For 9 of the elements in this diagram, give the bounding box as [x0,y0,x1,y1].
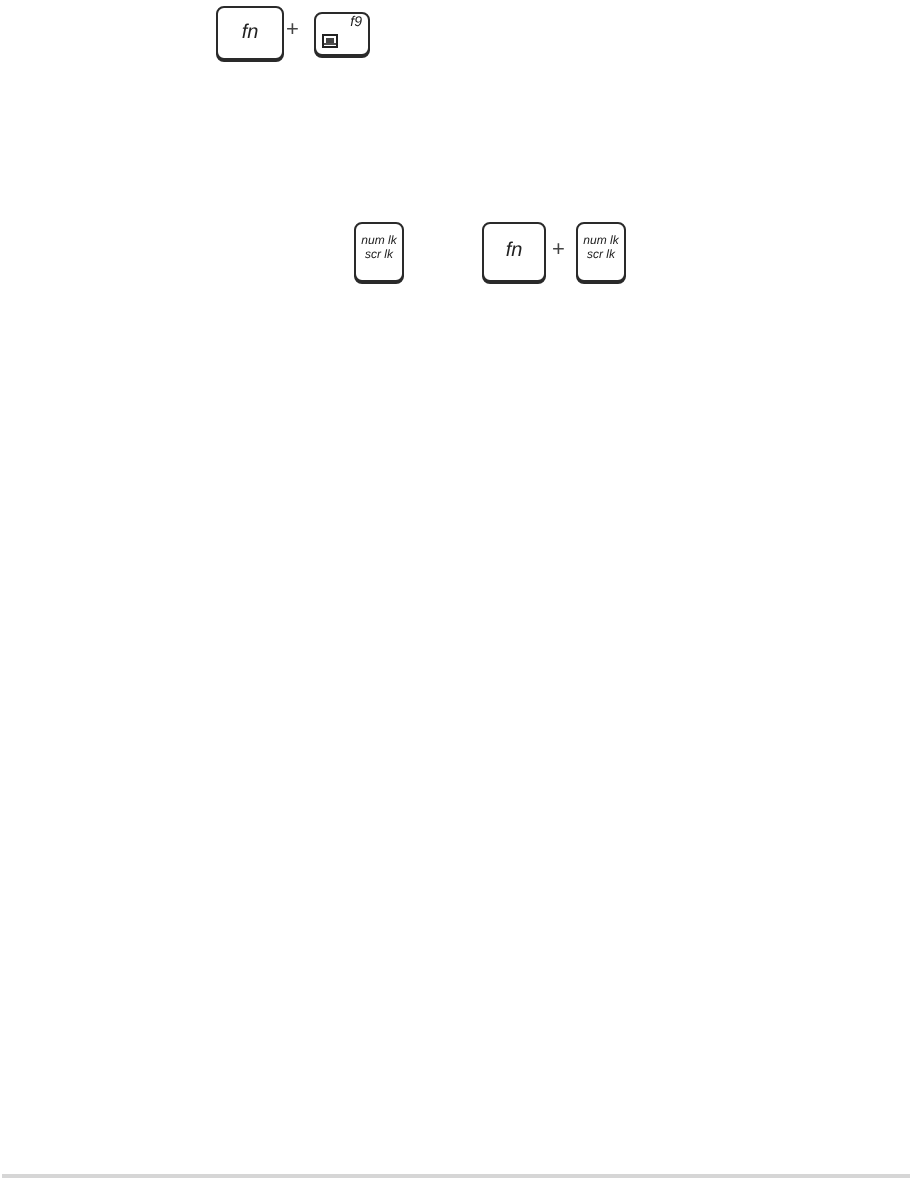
key-legend: fn [241,21,259,45]
plus-sign: + [286,18,299,42]
key-cap [314,12,370,56]
key-cap [482,222,546,282]
plus-sign: + [552,238,565,262]
key-cap [216,6,284,60]
key-cap [576,222,626,282]
key-cap [354,222,404,282]
key-legend: fn [505,240,523,264]
